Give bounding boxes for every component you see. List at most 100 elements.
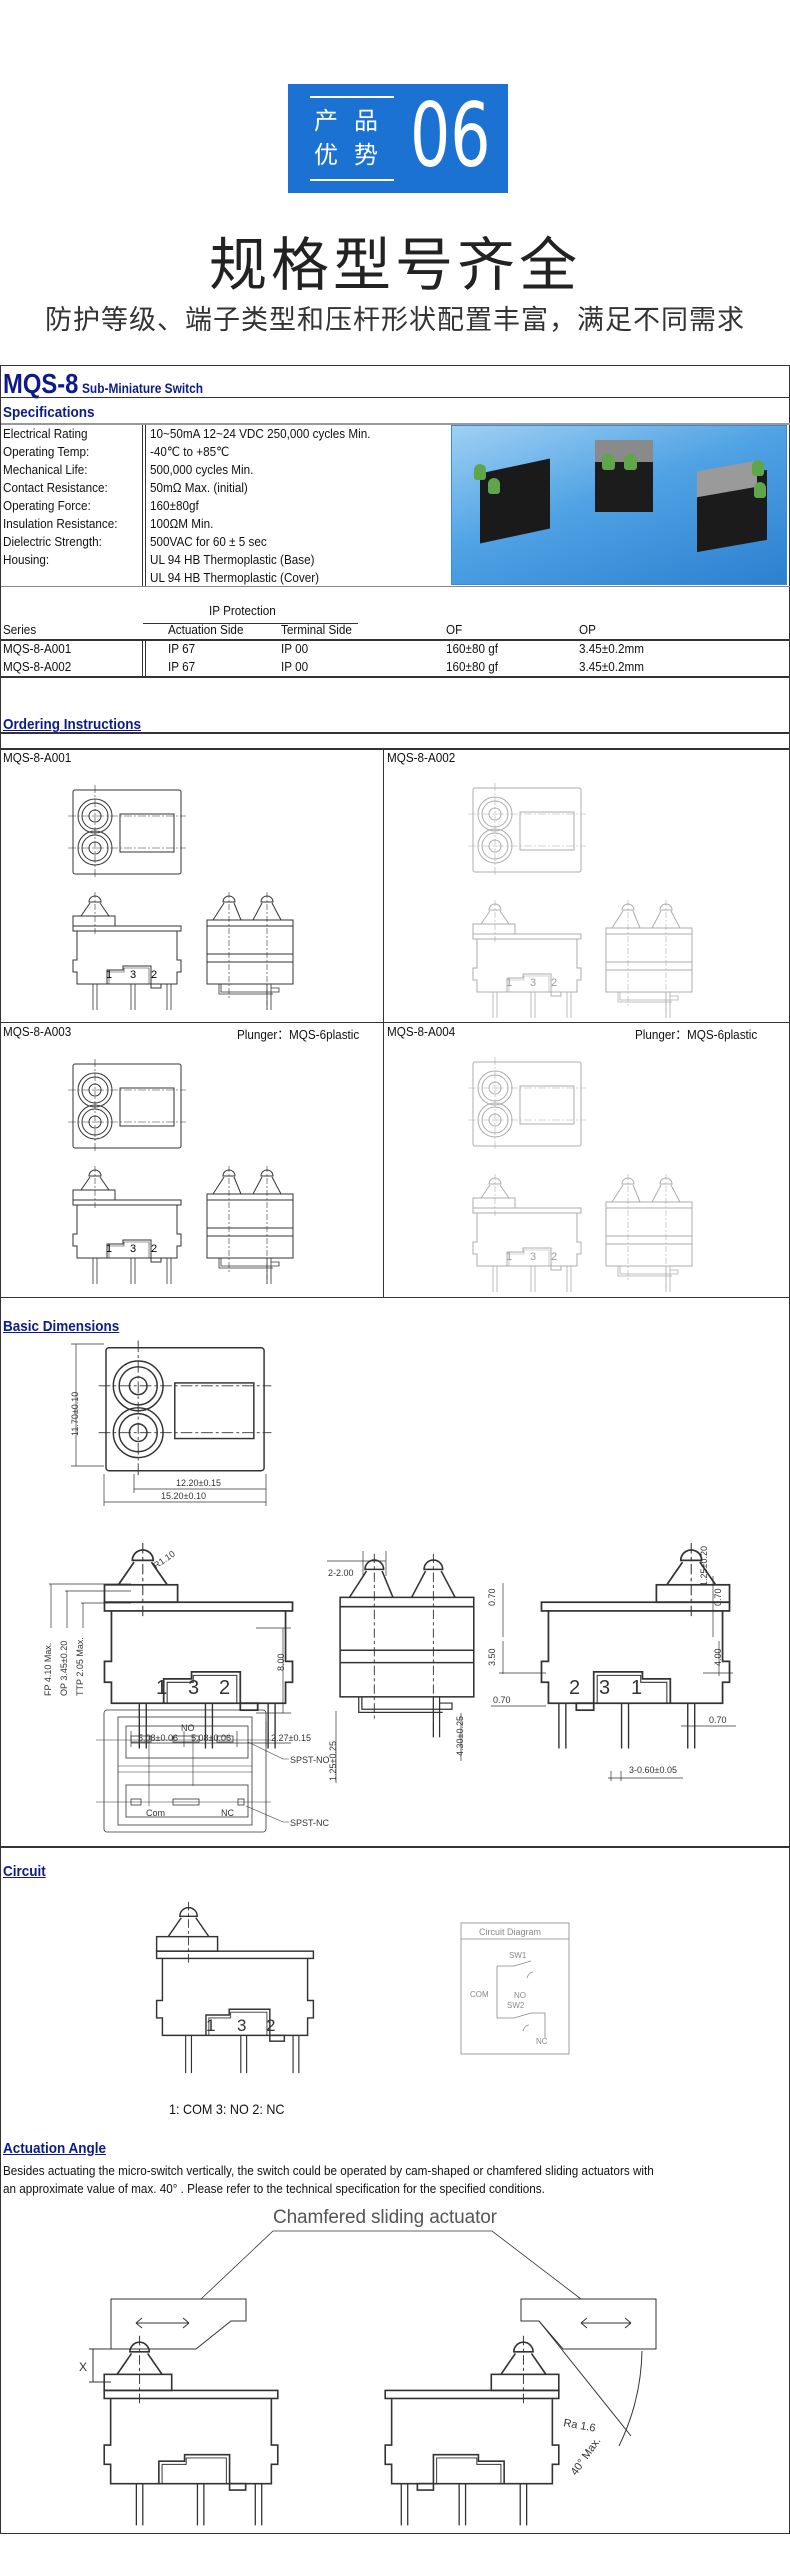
- terminal-1: 1: [106, 969, 112, 981]
- product-photo: [451, 425, 787, 585]
- spst-nc-label: SPST-NC: [290, 1818, 330, 1828]
- drawing-a002: 1 3 2: [467, 782, 693, 1019]
- plunger: [752, 460, 764, 476]
- dim-op: OP 3.45±0.20: [59, 1641, 69, 1696]
- terminal-3: 3: [530, 977, 536, 989]
- drawing-a004: 1 3 2: [467, 1056, 693, 1293]
- dim-pitch-width: 12.20±0.15: [176, 1478, 221, 1488]
- table-cell: IP 67: [168, 641, 196, 656]
- spec-label: Electrical Rating: [3, 426, 88, 441]
- specifications-heading: Specifications: [3, 404, 95, 421]
- ip-header-underline: [143, 623, 358, 624]
- divider: [1, 639, 790, 641]
- plunger: [602, 454, 615, 470]
- drawing-a001: 1 3 2: [67, 784, 294, 1011]
- ip-protection-header: IP Protection: [209, 603, 276, 618]
- plunger: [474, 464, 486, 480]
- spec-label: Housing:: [3, 552, 50, 567]
- dim-side-a: 3.50: [487, 1648, 497, 1666]
- plunger-note-a004: Plunger：MQS-6plastic: [635, 1027, 758, 1042]
- table-cell: IP 00: [281, 659, 309, 674]
- grid-divider: [383, 748, 384, 1298]
- table-cell: 160±80 gf: [446, 659, 498, 674]
- spec-column-divider: [142, 425, 146, 586]
- roughness-label: Ra 1.6: [562, 2417, 596, 2434]
- switch-photo-1: [480, 458, 550, 544]
- dim-front-view: 2-2.00 1.25±0.25 4.30±0.25: [327, 1551, 475, 1783]
- table-cell: 3.45±0.2mm: [579, 641, 644, 656]
- badge-divider: [310, 179, 394, 181]
- terminal-1: 1: [631, 1677, 642, 1699]
- pin-legend: 1: COM 3: NO 2: NC: [169, 2101, 285, 2117]
- model-a003: MQS-8-A003: [3, 1024, 72, 1039]
- table-cell: MQS-8-A001: [3, 641, 72, 656]
- com-label: Com: [146, 1808, 165, 1818]
- model-a002: MQS-8-A002: [387, 750, 456, 765]
- circuit-diagram-title: Circuit Diagram: [479, 1927, 541, 1937]
- dim-right-view: 0.70 3.50 1.25±0.20 0.70 4.00 0.70 0.70 …: [487, 1542, 736, 1781]
- column-terminal-side: Terminal Side: [281, 622, 352, 637]
- terminal-1: 1: [506, 977, 512, 989]
- actuation-text-line1: Besides actuating the micro-switch verti…: [3, 2163, 654, 2178]
- dim-plunger-height: 1.25±0.20: [699, 1546, 709, 1586]
- model-a001: MQS-8-A001: [3, 750, 72, 765]
- spec-value: 10~50mA 12~24 VDC 250,000 cycles Min.: [150, 426, 371, 441]
- dim-pin-drop: 1.25±0.25: [328, 1741, 338, 1781]
- spec-value: 500VAC for 60 ± 5 sec: [150, 534, 267, 549]
- section-badge: 产品 优势 06: [288, 84, 508, 193]
- terminal-1: 1: [156, 1677, 167, 1699]
- circuit-diagram: Circuit Diagram SW1 COM NO SW2 NC: [460, 1922, 570, 2055]
- sw1-label: SW1: [509, 1951, 527, 1960]
- circuit-heading: Circuit: [3, 1863, 46, 1880]
- column-actuation-side: Actuation Side: [168, 622, 244, 637]
- divider: [1, 1846, 790, 1848]
- actuation-left: [89, 2298, 279, 2527]
- dim-pin-length: 4.30±0.25: [455, 1716, 465, 1756]
- divider: [1, 1022, 790, 1023]
- drawing-a003: 1 3 2: [67, 1058, 294, 1285]
- angle-label: 40° Max.: [569, 2435, 604, 2478]
- spec-label: Contact Resistance:: [3, 480, 108, 495]
- terminal-1: 1: [206, 2016, 215, 2035]
- model-a004: MQS-8-A004: [387, 1024, 456, 1039]
- divider: [1, 748, 790, 750]
- page-title: 规格型号齐全: [208, 231, 581, 299]
- datasheet: MQS-8 Sub-Miniature Switch Specification…: [0, 365, 790, 2534]
- spec-value: UL 94 HB Thermoplastic (Base): [150, 552, 315, 567]
- dim-side-b: 4.00: [713, 1648, 723, 1666]
- terminal-1: 1: [106, 1243, 112, 1255]
- badge-line1: 产品: [314, 107, 394, 135]
- badge-number: 06: [410, 84, 491, 187]
- spec-label: Insulation Resistance:: [3, 516, 118, 531]
- badge-divider: [310, 96, 394, 98]
- dim-cap-b: 0.70: [713, 1588, 723, 1606]
- dim-body-height: 8.00: [276, 1653, 286, 1671]
- spec-value: UL 94 HB Thermoplastic (Cover): [150, 570, 320, 585]
- table-cell: MQS-8-A002: [3, 659, 72, 674]
- terminal-2: 2: [151, 1243, 157, 1255]
- plunger: [754, 482, 766, 498]
- dim-gap-b: 0.70: [709, 1715, 727, 1725]
- ip-column-divider: [142, 641, 146, 676]
- actuation-right: [384, 2298, 657, 2527]
- terminal-3: 3: [599, 1677, 610, 1699]
- ordering-heading: Ordering Instructions: [3, 716, 142, 733]
- product-model: MQS-8: [3, 368, 79, 399]
- dim-bottom-view: NO Com NC SPST-NO SPST-NC: [96, 1709, 330, 1833]
- x-label: X: [79, 2360, 87, 2374]
- dim-ttp: TTP 2.05 Max.: [75, 1637, 85, 1696]
- dim-pin-width: 3-0.60±0.05: [629, 1765, 677, 1775]
- nc-label: NC: [221, 1808, 234, 1818]
- spec-value: 160±80gf: [150, 498, 199, 513]
- badge-line2: 优势: [314, 141, 394, 169]
- divider: [1, 397, 790, 398]
- spec-label: Dielectric Strength:: [3, 534, 102, 549]
- column-op: OP: [579, 622, 596, 637]
- terminal-2: 2: [151, 969, 157, 981]
- dim-fp: FP 4.10 Max.: [43, 1643, 53, 1696]
- dim-cap-a: 0.70: [487, 1588, 497, 1606]
- circuit-drawings: 1 3 2 Circuit Diagram SW1 COM NO SW2 NC: [155, 1901, 570, 2074]
- column-of: OF: [446, 622, 463, 637]
- divider: [1, 423, 790, 425]
- spec-value: -40℃ to +85℃: [150, 444, 230, 459]
